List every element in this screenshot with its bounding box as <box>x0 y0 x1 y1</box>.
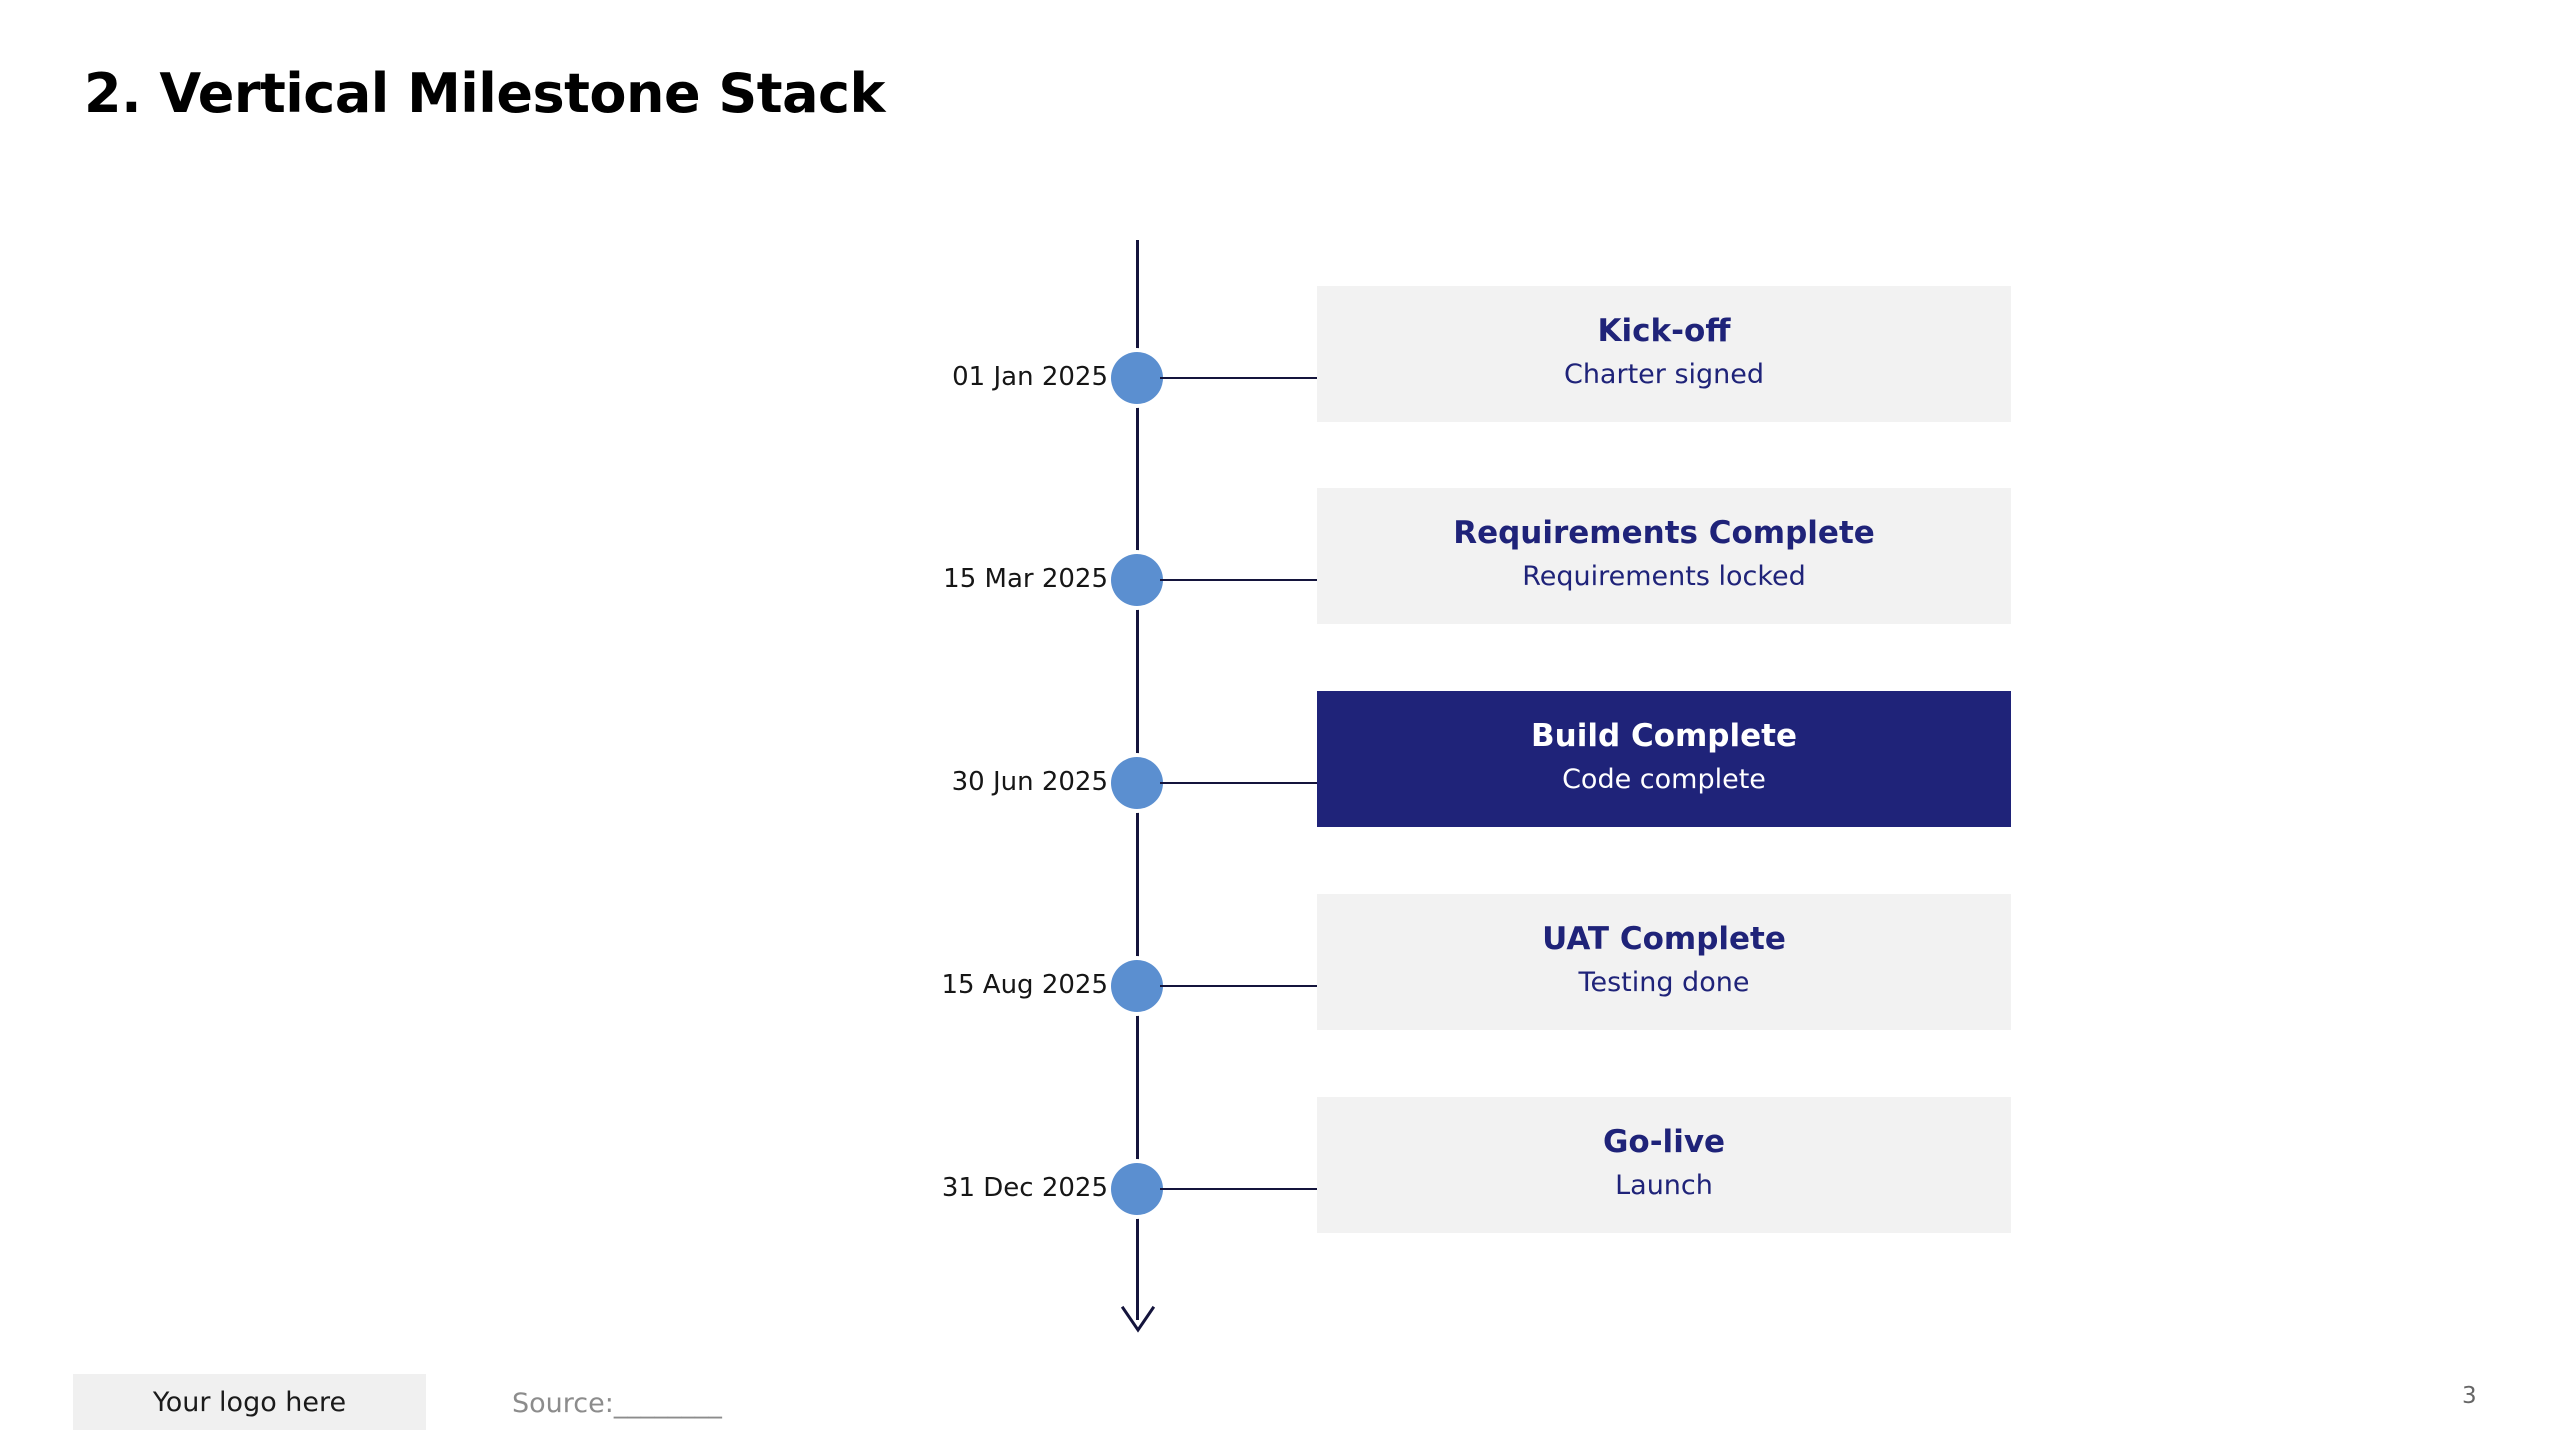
page-title: 2. Vertical Milestone Stack <box>84 62 885 125</box>
milestone-connector <box>1160 377 1317 379</box>
milestone-dot[interactable] <box>1111 1163 1163 1215</box>
milestone-connector <box>1160 1188 1317 1190</box>
milestone-dot[interactable] <box>1111 960 1163 1012</box>
logo-placeholder[interactable]: Your logo here <box>73 1374 426 1430</box>
milestone-card-subtitle: Requirements locked <box>1522 560 1806 592</box>
page-number: 3 <box>2462 1383 2477 1409</box>
milestone-card-subtitle: Charter signed <box>1563 358 1765 390</box>
milestone-card[interactable]: Go-live Launch <box>1317 1097 2011 1233</box>
milestone-connector <box>1160 579 1317 581</box>
milestone-card-title: Requirements Complete <box>1453 515 1875 551</box>
milestone-card[interactable]: Kick-off Charter signed <box>1317 286 2011 422</box>
milestone-dot[interactable] <box>1111 352 1163 404</box>
milestone-date: 31 Dec 2025 <box>941 1173 1108 1203</box>
milestone-card[interactable]: UAT Complete Testing done <box>1317 894 2011 1030</box>
milestone-dot[interactable] <box>1111 554 1163 606</box>
milestone-card-title: Build Complete <box>1531 718 1797 754</box>
milestone-date: 15 Aug 2025 <box>941 970 1108 1000</box>
milestone-date: 15 Mar 2025 <box>943 564 1108 594</box>
milestone-card-subtitle: Launch <box>1615 1169 1713 1201</box>
milestone-card-title: Go-live <box>1602 1124 1726 1160</box>
milestone-date: 30 Jun 2025 <box>951 767 1108 797</box>
milestone-date: 01 Jan 2025 <box>952 362 1108 392</box>
source-note: Source:________ <box>512 1388 722 1419</box>
milestone-card-subtitle: Testing done <box>1578 966 1750 998</box>
milestone-card-subtitle: Code complete <box>1562 763 1766 795</box>
milestone-dot[interactable] <box>1111 757 1163 809</box>
milestone-card-title: UAT Complete <box>1542 921 1786 957</box>
milestone-card-title: Kick-off <box>1597 313 1731 349</box>
milestone-connector <box>1160 782 1317 784</box>
milestone-card-highlighted[interactable]: Build Complete Code complete <box>1317 691 2011 827</box>
milestone-card[interactable]: Requirements Complete Requirements locke… <box>1317 488 2011 624</box>
arrow-down-icon <box>1120 1305 1156 1333</box>
milestone-connector <box>1160 985 1317 987</box>
